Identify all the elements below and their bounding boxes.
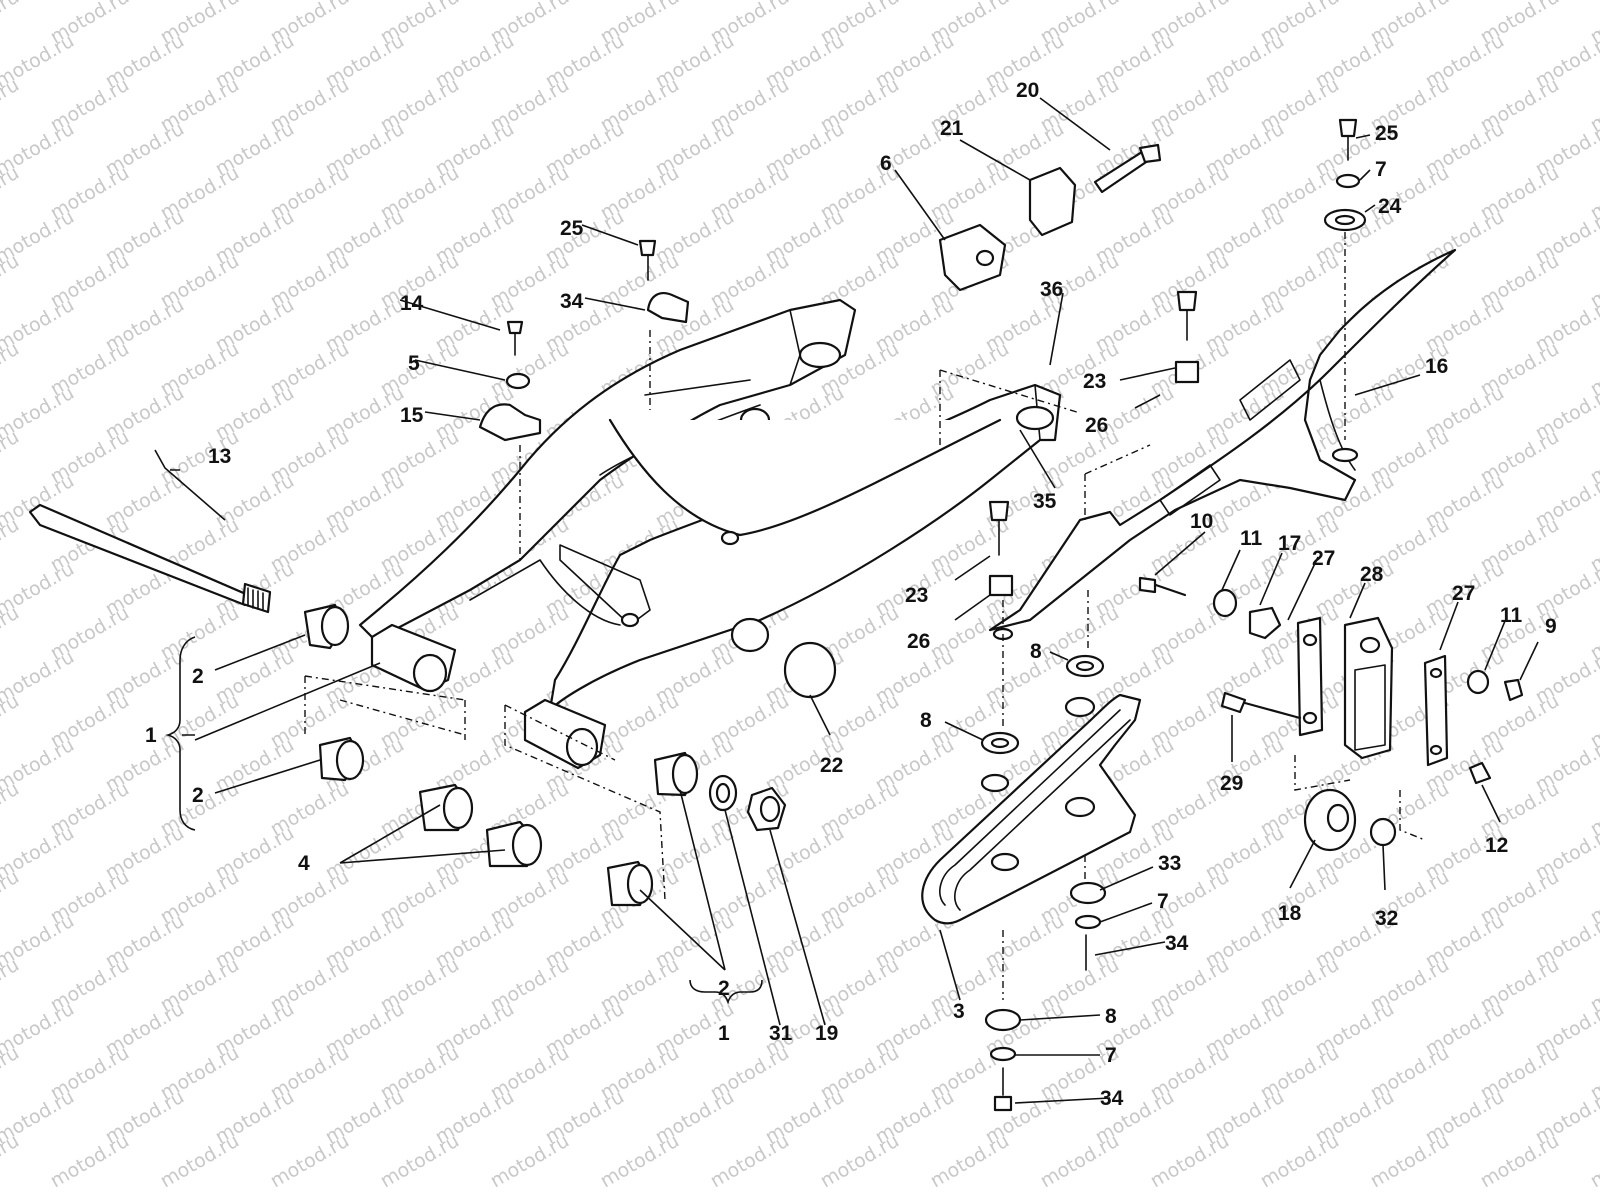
callout-8: 8: [920, 709, 932, 732]
callout-7: 7: [1105, 1044, 1117, 1067]
callout-1: 1: [718, 1022, 730, 1045]
callout-2: 2: [192, 665, 204, 688]
clamp-and-bolts: [478, 239, 690, 560]
callout-27: 27: [1452, 582, 1475, 605]
callout-8: 8: [1105, 1005, 1117, 1028]
callout-14: 14: [400, 292, 424, 315]
callout-20: 20: [1016, 79, 1039, 102]
swingarm: [358, 298, 1062, 770]
slider-fasteners: [980, 118, 1367, 1112]
callout-5: 5: [408, 352, 420, 375]
callout-24: 24: [1378, 195, 1402, 218]
callout-31: 32: [1375, 907, 1398, 930]
callout-8: 8: [1030, 640, 1042, 663]
callout-4: 4: [298, 852, 310, 875]
callout-6: 6: [880, 152, 892, 175]
callout-35: 35: [1033, 490, 1057, 513]
assembly-guides: [304, 369, 1426, 901]
callout-19: 19: [815, 1022, 838, 1045]
callout-13: 13: [208, 445, 231, 468]
callout-18: 18: [1278, 902, 1302, 925]
callout-9: 9: [1545, 615, 1557, 638]
callout-3: 3: [953, 1000, 965, 1023]
callout-12: 12: [1485, 834, 1508, 857]
callout-27: 27: [1312, 547, 1335, 570]
callout-2: 2: [718, 977, 730, 1000]
chain-adjuster: [938, 143, 1162, 292]
callout-25: 25: [560, 217, 584, 240]
callout-7: 7: [1157, 890, 1169, 913]
callout-28: 28: [1360, 563, 1384, 586]
callout-30: 31: [769, 1022, 793, 1045]
callout-21: 21: [940, 117, 964, 140]
callout-1: 1: [145, 724, 157, 747]
callout-17: 17: [1278, 532, 1301, 555]
callout-11: 11: [1500, 604, 1523, 627]
callout-34: 34: [1100, 1087, 1124, 1110]
callout-25: 25: [1375, 122, 1399, 145]
chain-slider: [921, 693, 1142, 925]
callout-10: 10: [1190, 510, 1213, 533]
callout-2: 2: [192, 784, 204, 807]
callout-11: 11: [1240, 527, 1263, 550]
bushing-set: [303, 603, 787, 907]
callout-7: 7: [1375, 158, 1387, 181]
callout-33: 34: [560, 290, 584, 313]
callout-15: 15: [400, 404, 424, 427]
callout-labels: 13 2 1 2 4 2 1 31 19 22 14 5 15 25 34 6 …: [145, 79, 1557, 1110]
callout-29: 29: [1220, 772, 1243, 795]
pivot-spindle: [28, 503, 272, 614]
callout-34: 34: [1165, 932, 1189, 955]
callout-23: 23: [1083, 370, 1106, 393]
callout-26: 26: [907, 630, 930, 653]
chain-tensioner: [1138, 576, 1524, 852]
callout-32: 33: [1158, 852, 1181, 875]
callout-36: 36: [1040, 278, 1063, 301]
leader-lines: [154, 97, 1539, 1104]
group-bracket: [165, 636, 763, 1005]
chain-guard: [988, 248, 1457, 641]
callout-23: 23: [905, 584, 928, 607]
cap-plug: [783, 641, 837, 699]
callout-26: 26: [1085, 414, 1108, 437]
callout-16: 16: [1425, 355, 1448, 378]
callout-22: 22: [820, 754, 843, 777]
